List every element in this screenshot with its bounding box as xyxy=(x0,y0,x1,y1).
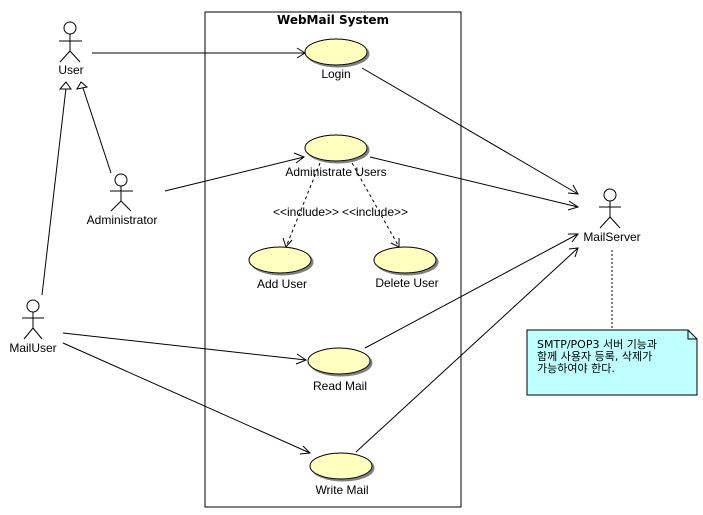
use-case-write-mail[interactable]: Write Mail xyxy=(309,452,373,497)
use-case-delete-user[interactable]: Delete User xyxy=(373,246,439,290)
use-case-label: Login xyxy=(321,67,350,81)
stick-figure-icon xyxy=(59,21,82,63)
association-mailuser-read-mail[interactable] xyxy=(62,332,308,365)
generalization-administrator-user[interactable] xyxy=(76,81,112,174)
association-user-login[interactable] xyxy=(92,47,306,59)
stick-figure-icon xyxy=(22,299,44,340)
stick-figure-icon xyxy=(599,188,621,229)
use-case-read-mail[interactable]: Read Mail xyxy=(307,347,371,393)
actor-mailuser[interactable]: MailUser xyxy=(9,299,57,355)
include-label-add-user: <<include>> xyxy=(273,205,339,219)
use-case-label: Read Mail xyxy=(313,379,367,393)
note-line-1: SMTP/POP3 서버 기능과 xyxy=(537,338,657,351)
include-label-delete-user: <<include>> xyxy=(342,205,408,219)
use-case-label: Add User xyxy=(257,277,307,291)
note[interactable]: SMTP/POP3 서버 기능과 함께 사용자 등록, 삭제가 가능하여야 한다… xyxy=(526,329,698,396)
use-case-label: Delete User xyxy=(375,276,438,290)
actor-label: Administrator xyxy=(87,213,158,227)
use-case-administrate-users[interactable]: Administrate Users xyxy=(285,134,387,179)
use-case-login[interactable]: Login xyxy=(304,38,368,81)
system-boundary[interactable]: WebMail System xyxy=(204,11,462,508)
actor-label: MailUser xyxy=(9,341,56,355)
use-case-label: Administrate Users xyxy=(285,165,386,179)
association-write-mail-mailserver[interactable] xyxy=(355,247,579,453)
stick-figure-icon xyxy=(110,173,133,212)
actor-user[interactable]: User xyxy=(58,21,84,77)
association-read-mail-mailserver[interactable] xyxy=(364,233,579,349)
association-administrator-administrate-users[interactable] xyxy=(164,152,306,192)
actor-label: MailServer xyxy=(583,230,640,244)
association-administrate-users-mailserver[interactable] xyxy=(369,156,580,211)
use-case-add-user[interactable]: Add User xyxy=(248,246,312,291)
association-login-mailserver[interactable] xyxy=(361,67,579,195)
note-line-2: 함께 사용자 등록, 삭제가 xyxy=(537,350,652,363)
actor-mailserver[interactable]: MailServer xyxy=(583,188,641,244)
actor-administrator[interactable]: Administrator xyxy=(87,173,158,227)
system-title: WebMail System xyxy=(277,13,389,27)
generalization-mailuser-user[interactable] xyxy=(41,81,72,296)
actor-label: User xyxy=(58,63,83,77)
association-mailuser-write-mail[interactable] xyxy=(62,342,312,455)
use-case-label: Write Mail xyxy=(315,483,368,497)
note-line-3: 가능하여야 한다. xyxy=(537,361,615,375)
